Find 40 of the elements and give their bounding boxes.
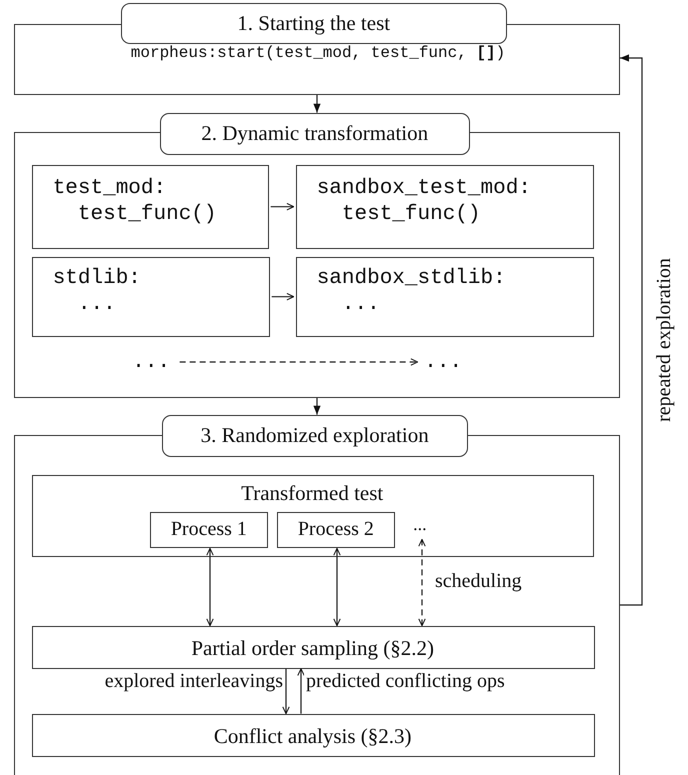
module-box xyxy=(32,256,270,337)
edge-label: predicted conflicting ops xyxy=(304,670,507,692)
arrow xyxy=(272,293,294,300)
dashed-arrow xyxy=(180,358,418,366)
arrow xyxy=(282,668,290,714)
arrow xyxy=(270,203,294,210)
arrow xyxy=(297,668,305,714)
box-label: Process 2 xyxy=(296,517,375,542)
analysis-box xyxy=(32,714,595,757)
box-label: Conflict analysis (§2.3) xyxy=(212,722,413,749)
code-text: morpheus:start(test_mod, test_func, []) xyxy=(130,43,506,63)
arrow xyxy=(313,398,321,415)
box-label: Transformed test xyxy=(240,480,384,506)
arrow xyxy=(206,548,214,626)
edge-label: scheduling xyxy=(433,570,524,592)
box-label: ... xyxy=(423,350,464,376)
module-box xyxy=(32,164,269,249)
edge-label: explored interleavings xyxy=(102,670,285,692)
arrow xyxy=(620,54,643,606)
code-text: stdlib: ... xyxy=(52,266,142,318)
box-label: ... xyxy=(412,513,428,536)
section-heading: 3. Randomized exploration xyxy=(162,414,468,457)
box-label: Partial order sampling (§2.2) xyxy=(190,634,435,661)
box-label: Process 1 xyxy=(170,517,248,542)
section-heading: 1. Starting the test xyxy=(120,2,507,44)
module-box xyxy=(296,256,594,337)
arrow xyxy=(313,95,321,113)
code-text: test_mod: test_func() xyxy=(52,176,218,228)
arrow xyxy=(333,548,341,626)
code-text: sandbox_test_mod: test_func() xyxy=(316,176,532,228)
code-text: sandbox_stdlib: ... xyxy=(316,266,507,318)
dashed-arrow xyxy=(418,538,426,626)
sampling-box xyxy=(32,626,595,669)
box-label: ... xyxy=(131,350,172,376)
section-heading: 2. Dynamic transformation xyxy=(160,112,470,155)
transformed-test-box xyxy=(32,474,594,557)
module-box xyxy=(296,164,594,249)
edge-label: repeated exploration xyxy=(653,256,675,424)
process-box xyxy=(277,512,396,548)
process-box xyxy=(150,512,268,548)
